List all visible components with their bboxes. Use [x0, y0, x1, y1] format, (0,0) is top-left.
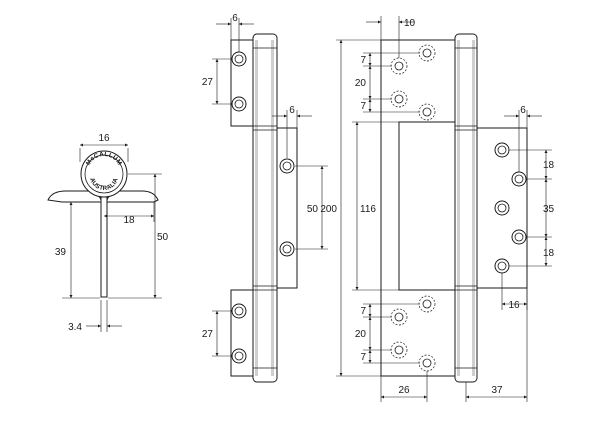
- dim-label: 6: [520, 105, 526, 116]
- front-view-double: 10 200 116 7 20 7 7 20 7: [320, 16, 555, 402]
- mounting-hole: [231, 51, 247, 67]
- bottom-leaf-plate: [230, 289, 254, 377]
- dim-label: 6: [232, 13, 238, 24]
- mounting-hole: [511, 171, 527, 187]
- dim-label: 7: [360, 352, 366, 363]
- dim-label: 7: [360, 101, 366, 112]
- dim-label: 116: [360, 204, 376, 215]
- dim-label: 27: [202, 329, 214, 340]
- dim-label: 10: [404, 18, 416, 29]
- dim-label: 18: [543, 248, 555, 259]
- dim-label: 7: [360, 306, 366, 317]
- front-view-single: 6 27 6 50 27: [202, 13, 328, 383]
- dim-label: 16: [508, 300, 520, 311]
- mounting-hole: [231, 96, 247, 112]
- mounting-hole: [279, 241, 295, 257]
- side-view: McCALLUM AUSTRALIA 16 18 39 50 3.4: [47, 133, 169, 333]
- dim-label: 27: [202, 77, 214, 88]
- dim-label: 26: [398, 385, 410, 396]
- mounting-hole: [494, 200, 510, 216]
- dim-label: 37: [491, 385, 503, 396]
- mounting-hole: [231, 303, 247, 319]
- mounting-hole: [231, 348, 247, 364]
- dim-label: 39: [55, 247, 67, 258]
- knuckle-inner-ring: [84, 154, 124, 194]
- hinge-pin: [100, 196, 108, 298]
- dim-label: 3.4: [68, 322, 82, 333]
- dim-label: 50: [157, 232, 169, 243]
- mounting-hole: [494, 258, 510, 274]
- frame-leaf-recess: [398, 121, 456, 291]
- dim-label: 18: [543, 160, 555, 171]
- dim-label: 16: [98, 133, 110, 144]
- mounting-hole: [494, 142, 510, 158]
- dim-label: 18: [123, 215, 135, 226]
- dim-label: 50: [307, 204, 319, 215]
- dim-label: 35: [543, 204, 555, 215]
- mounting-hole: [279, 158, 295, 174]
- dim-label: 7: [360, 55, 366, 66]
- dim-label: 200: [320, 204, 337, 215]
- mounting-hole: [511, 229, 527, 245]
- dim-label: 20: [355, 329, 367, 340]
- dim-label: 6: [289, 105, 295, 116]
- dim-label: 20: [355, 78, 367, 89]
